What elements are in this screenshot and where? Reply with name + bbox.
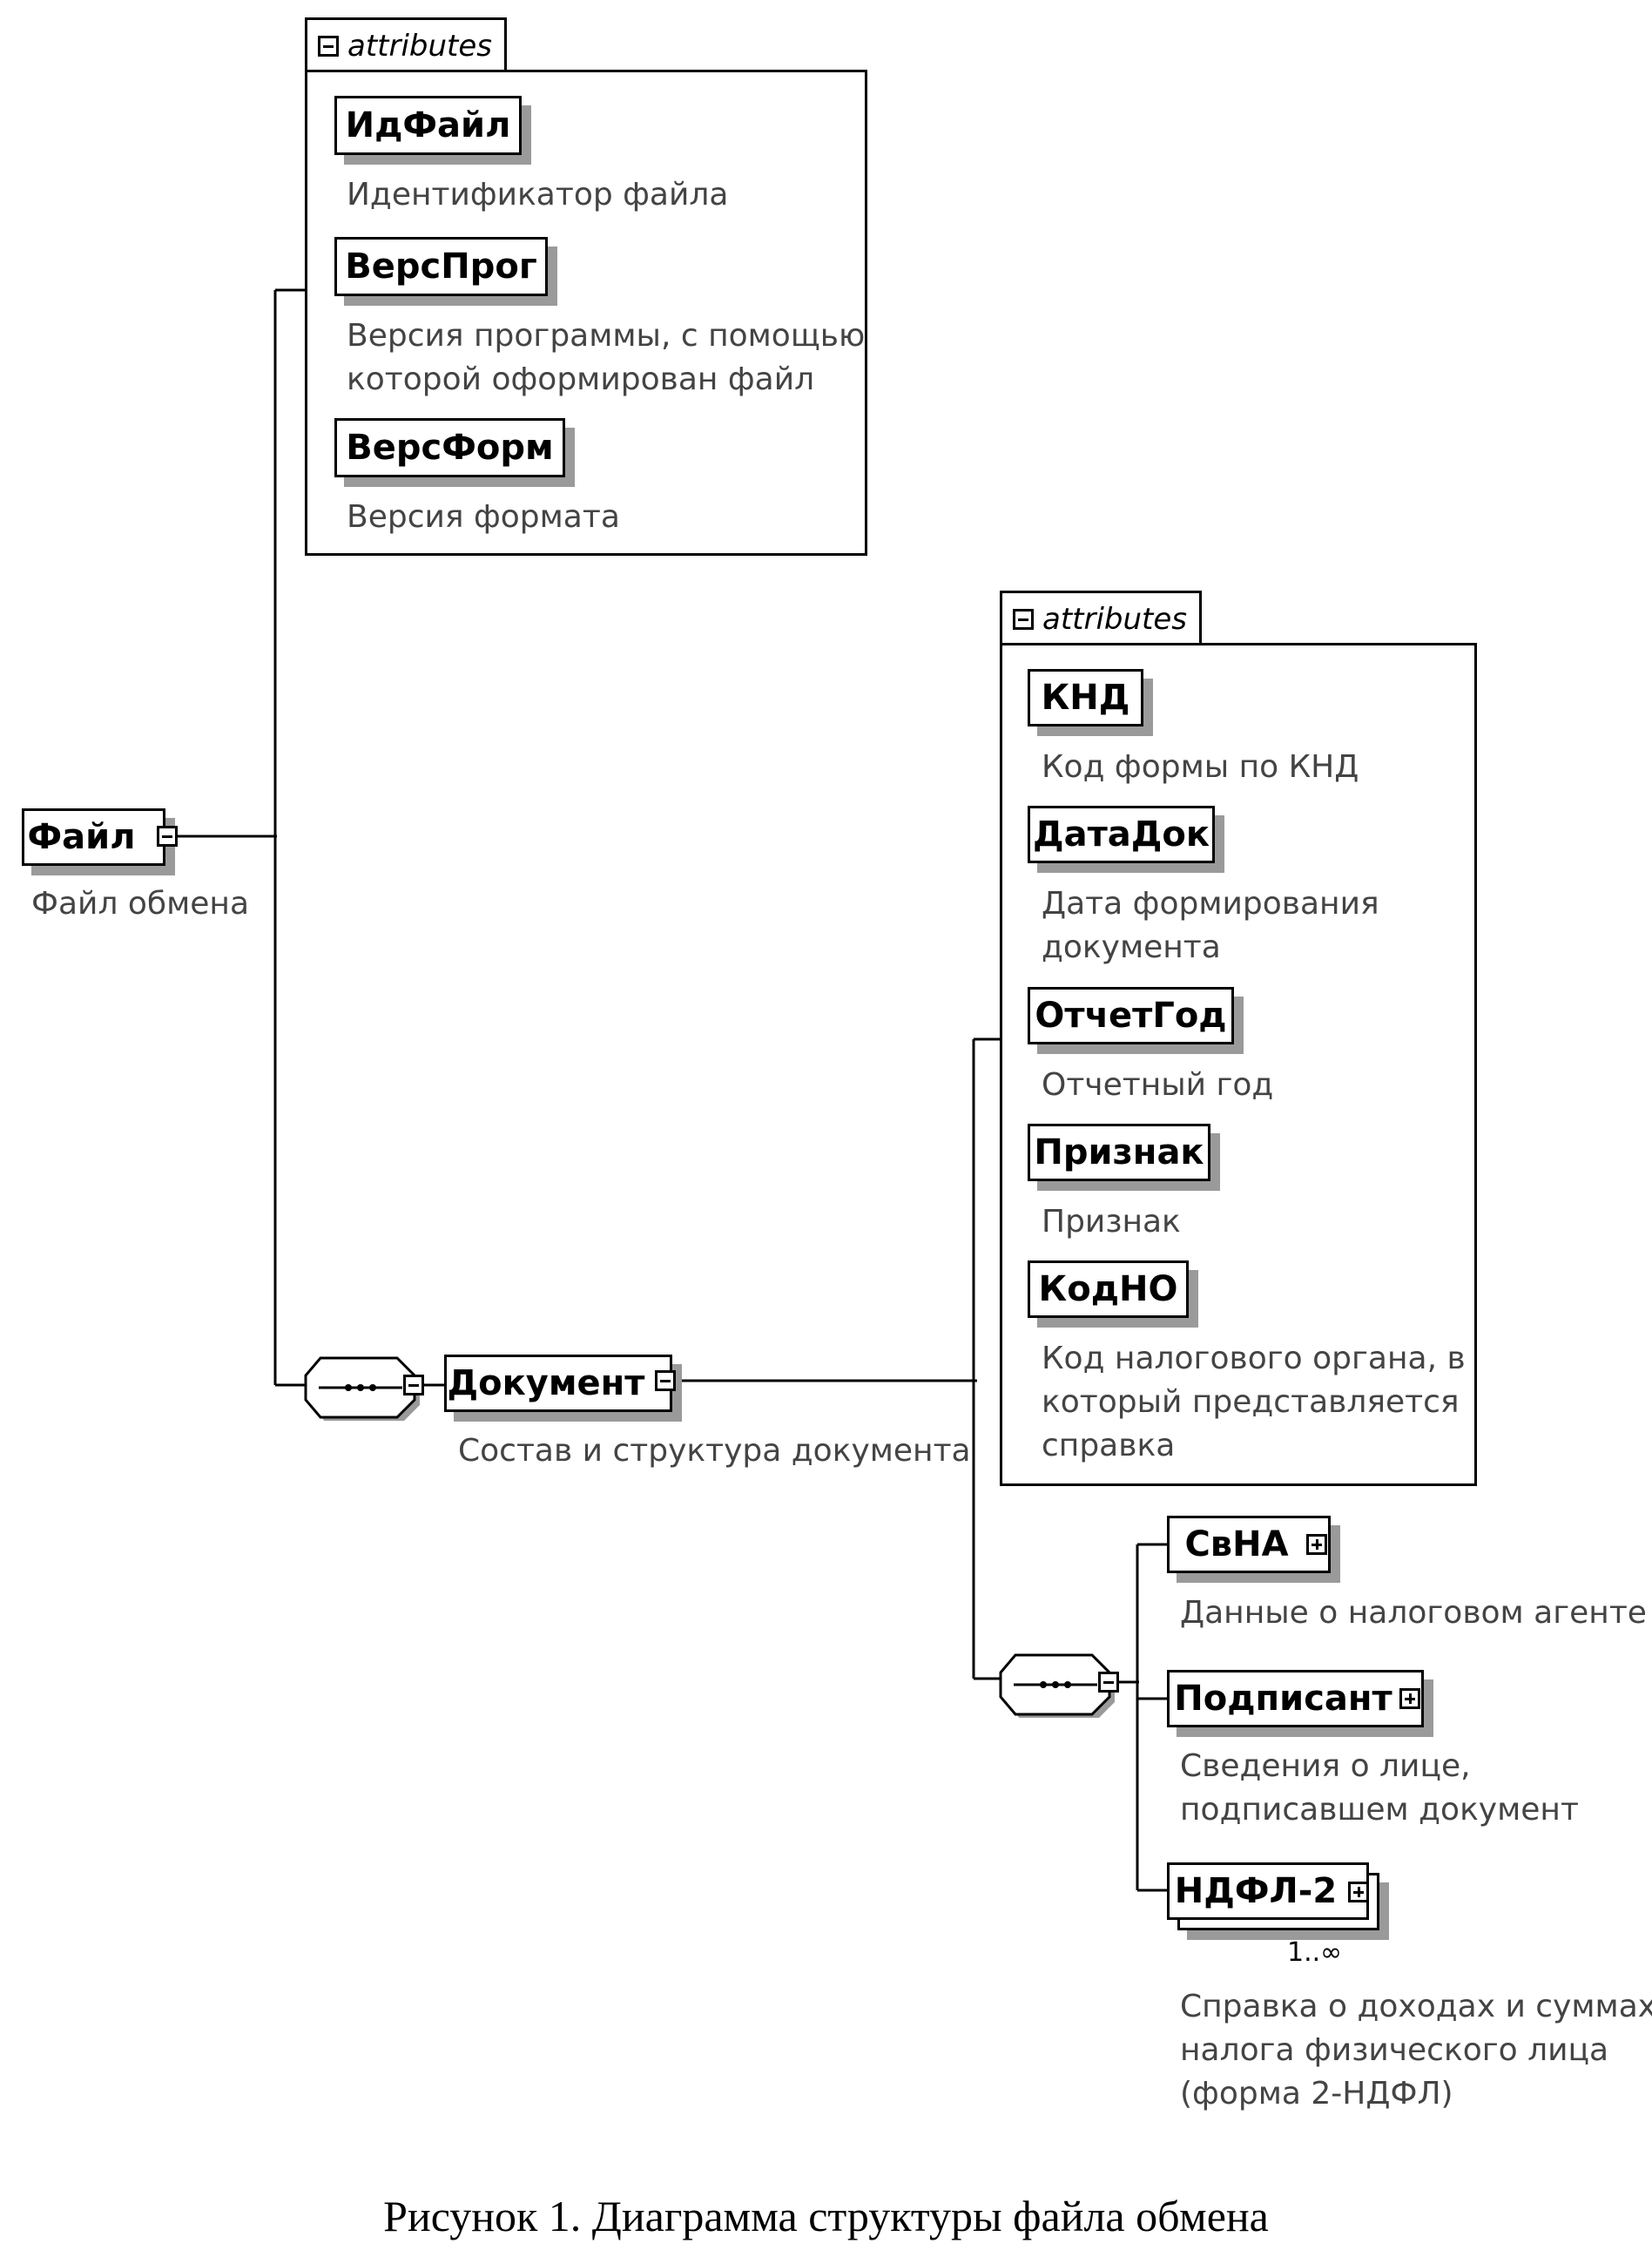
collapse-icon[interactable] <box>655 1370 676 1391</box>
collapse-icon[interactable] <box>318 35 339 57</box>
element-svna[interactable]: СвНА <box>1167 1516 1331 1573</box>
collapse-icon[interactable] <box>157 826 178 847</box>
attribute-DataDok[interactable]: ДатаДок <box>1028 806 1215 863</box>
element-document-label: Документ <box>447 1363 645 1403</box>
element-ndfl2[interactable]: НДФЛ-2 <box>1167 1862 1369 1920</box>
attribute-desc: Отчетный год <box>1042 1067 1274 1103</box>
figure-caption: Рисунок 1. Диаграмма структуры файла обм… <box>383 2192 1269 2240</box>
attribute-desc: Признак <box>1042 1204 1181 1240</box>
sequence-compositor <box>999 1653 1115 1718</box>
attribute-VersForm[interactable]: ВерсФорм <box>334 418 565 477</box>
element-document[interactable]: Документ <box>444 1355 672 1412</box>
attribute-IdFile[interactable]: ИдФайл <box>334 96 522 155</box>
attribute-KodNO[interactable]: КодНО <box>1028 1260 1189 1318</box>
attribute-desc: Версия формата <box>347 499 620 535</box>
attribute-desc: Код формы по КНД <box>1042 749 1359 785</box>
element-svna-desc: Данные о налоговом агенте <box>1180 1595 1647 1631</box>
element-ndfl2-desc: (форма 2-НДФЛ) <box>1180 2076 1453 2112</box>
element-ndfl2-desc: налога физического лица <box>1180 2032 1609 2068</box>
attribute-desc: Версия программы, с помощью <box>347 318 866 354</box>
element-file-label: Файл <box>27 817 136 857</box>
attribute-VersProg[interactable]: ВерсПрог <box>334 237 548 296</box>
multiplicity-label: 1..∞ <box>1287 1937 1343 1968</box>
sequence-compositor <box>304 1356 420 1421</box>
attribute-desc: Дата формирования <box>1042 886 1379 922</box>
element-signer[interactable]: Подписант <box>1167 1670 1424 1727</box>
document-attributes-tab-label: attributes <box>1042 601 1188 637</box>
element-ndfl2-desc: Справка о доходах и суммах <box>1180 1989 1652 2024</box>
collapse-icon[interactable] <box>403 1375 424 1395</box>
expand-icon[interactable] <box>1399 1688 1420 1709</box>
document-attributes-tab[interactable]: attributes <box>1000 591 1202 645</box>
element-signer-desc: подписавшем документ <box>1180 1792 1579 1828</box>
file-attributes-tab[interactable]: attributes <box>305 17 507 71</box>
attribute-desc: Код налогового органа, в <box>1042 1341 1466 1376</box>
attribute-desc: Идентификатор файла <box>347 177 729 213</box>
collapse-icon[interactable] <box>1098 1672 1119 1693</box>
attribute-desc: которой оформирован файл <box>347 362 815 397</box>
element-document-desc: Состав и структура документа <box>458 1433 971 1469</box>
expand-icon[interactable] <box>1348 1882 1369 1902</box>
element-file-desc: Файл обмена <box>31 886 250 922</box>
expand-icon[interactable] <box>1306 1534 1327 1555</box>
collapse-icon[interactable] <box>1013 608 1034 630</box>
attribute-desc: справка <box>1042 1428 1176 1463</box>
attribute-Priznak[interactable]: Признак <box>1028 1124 1210 1181</box>
document-attributes-box <box>1000 643 1477 1486</box>
element-signer-desc: Сведения о лице, <box>1180 1748 1471 1784</box>
attribute-KND[interactable]: КНД <box>1028 669 1143 726</box>
attribute-desc: документа <box>1042 929 1221 965</box>
attribute-desc: который представляется <box>1042 1384 1460 1420</box>
attribute-OtchetGod[interactable]: ОтчетГод <box>1028 987 1234 1044</box>
element-file[interactable]: Файл <box>22 808 165 866</box>
file-attributes-tab-label: attributes <box>347 28 493 64</box>
